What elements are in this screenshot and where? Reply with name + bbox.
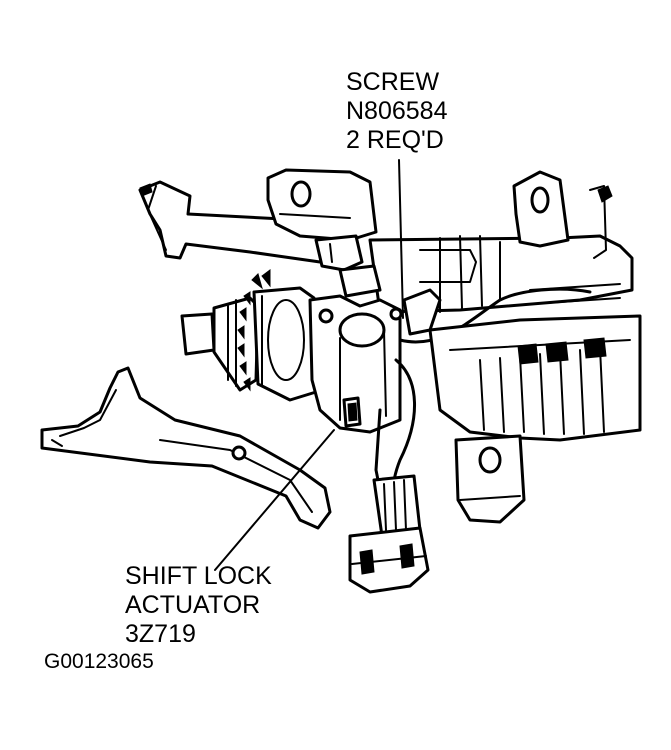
right-bracket (512, 170, 613, 259)
shift-lock-actuator-body (308, 234, 442, 434)
figure-id: G00123065 (44, 650, 154, 673)
screw-callout-line1: SCREW (346, 68, 440, 96)
steering-column-tube (368, 234, 634, 314)
actuator-callout: SHIFT LOCK ACTUATOR 3Z719 (125, 562, 272, 649)
top-mounting-plate (266, 168, 378, 242)
electrical-connector (348, 526, 430, 594)
leader-lines (214, 159, 404, 571)
lock-cylinder-housing (180, 269, 318, 402)
actuator-callout-line1: SHIFT LOCK (125, 562, 272, 590)
screw-callout-line3: 2 REQ'D (346, 126, 444, 154)
right-lower-assembly (428, 283, 642, 524)
actuator-callout-line3: 3Z719 (125, 620, 196, 648)
screw-callout: SCREW N806584 2 REQ'D (346, 68, 447, 155)
actuator-callout-line2: ACTUATOR (125, 591, 261, 619)
screw-callout-line2: N806584 (346, 97, 448, 125)
